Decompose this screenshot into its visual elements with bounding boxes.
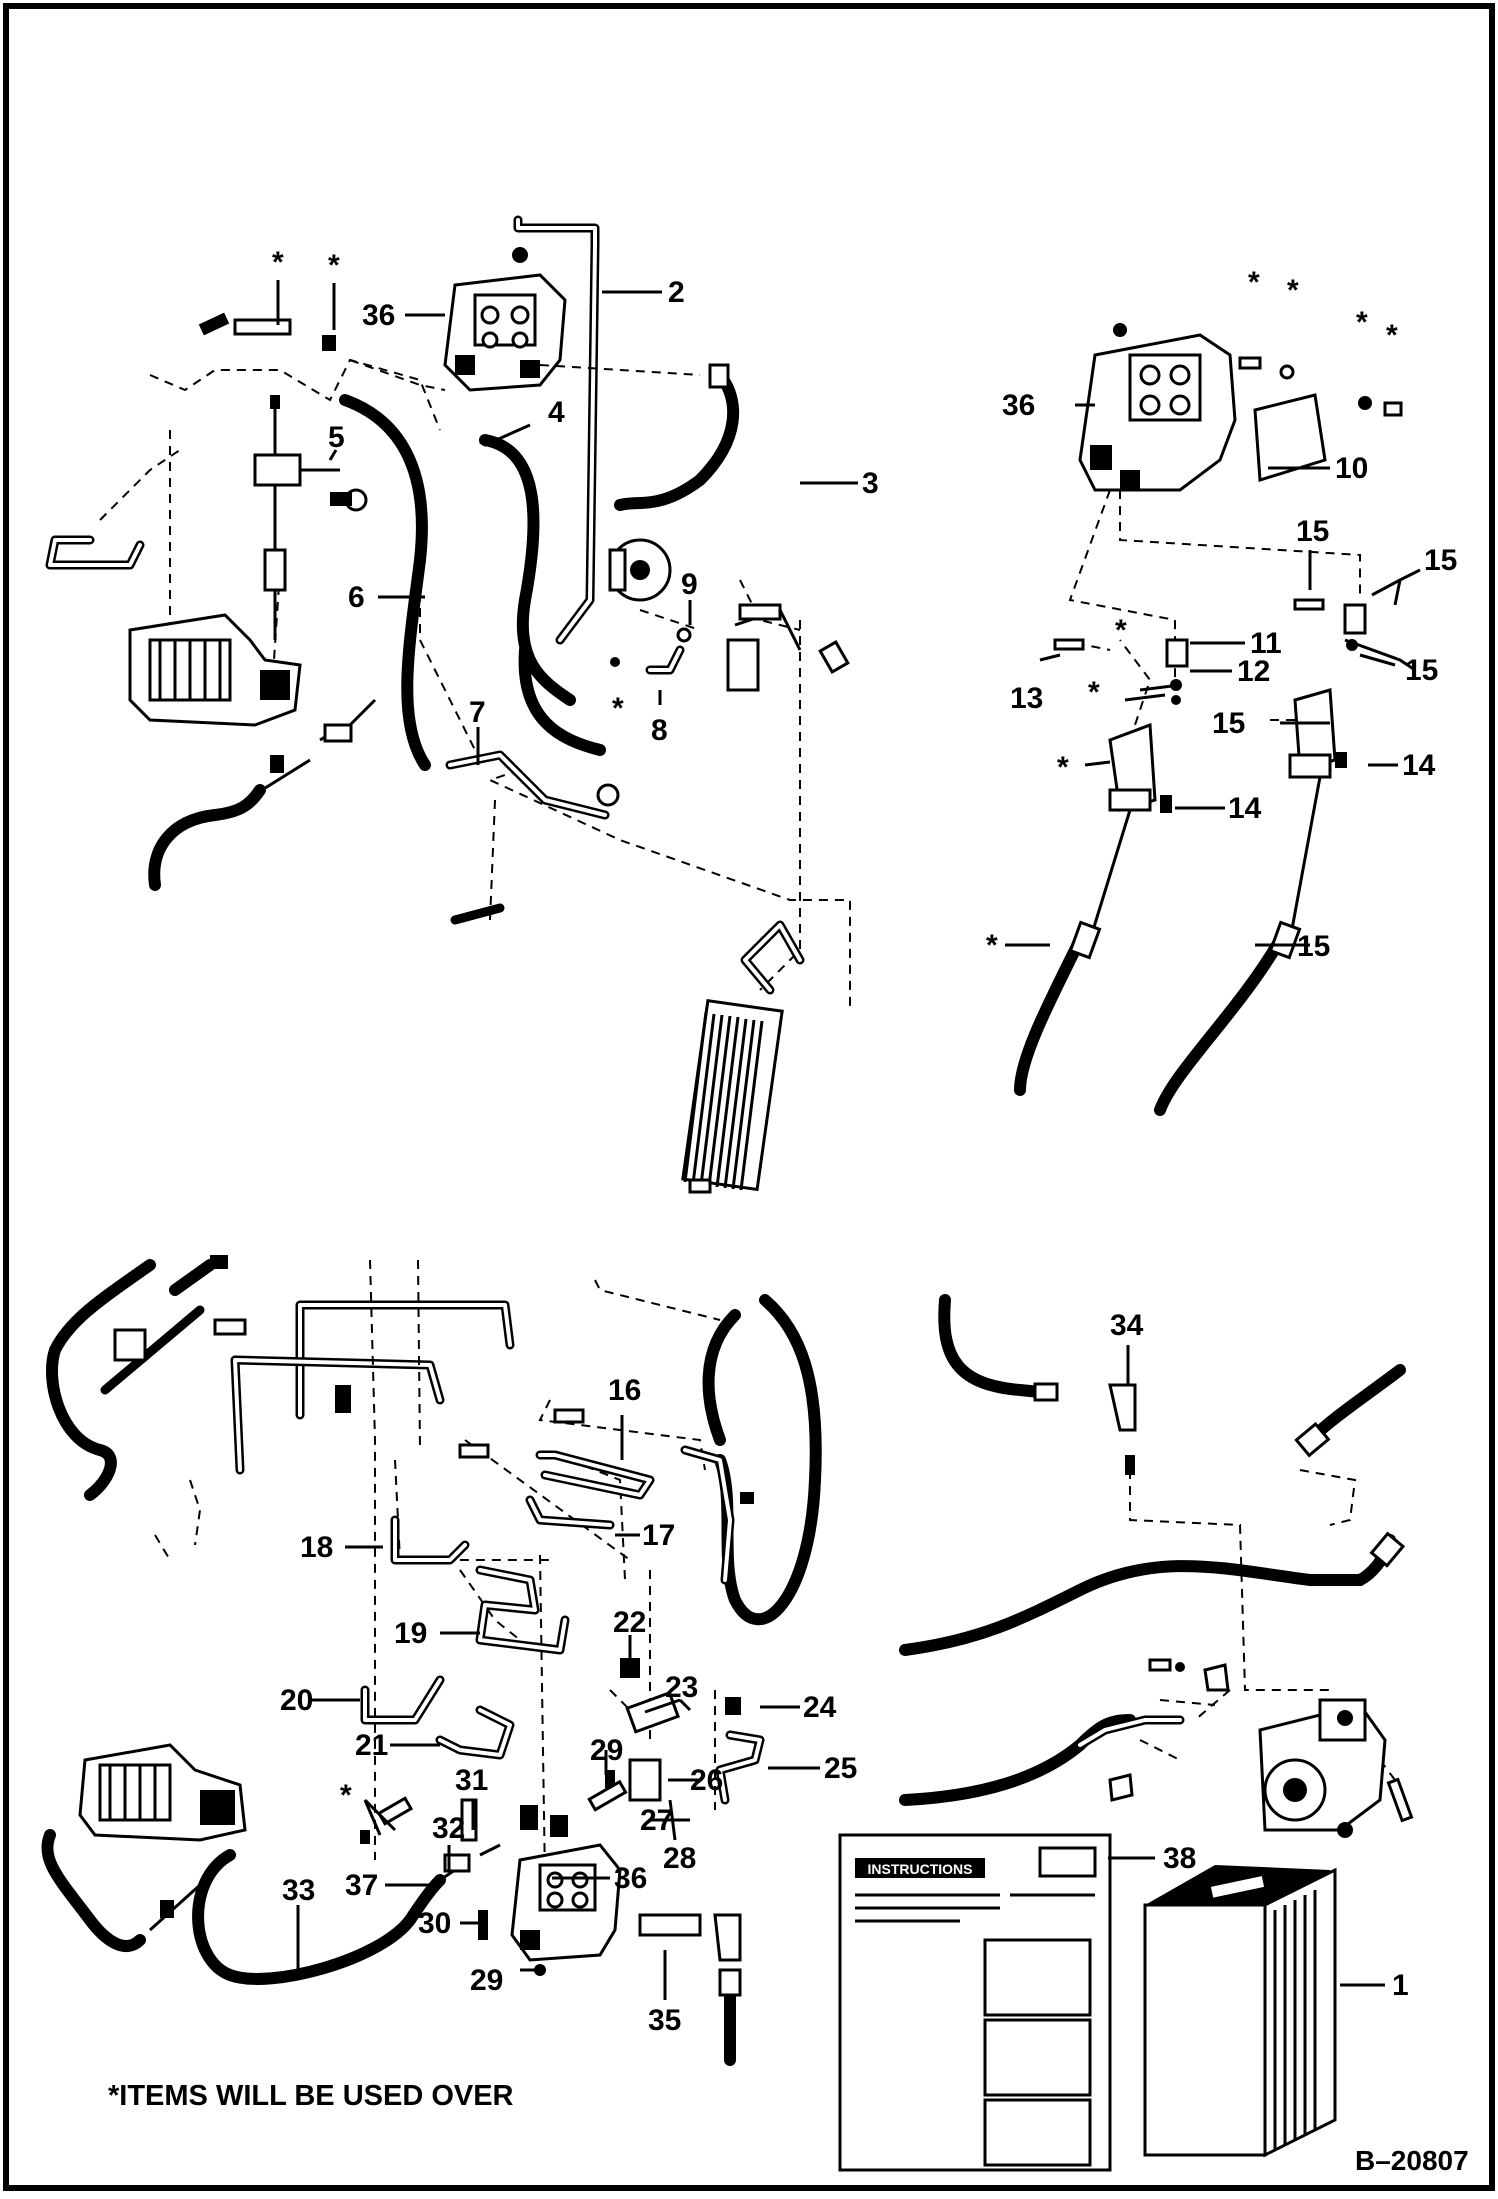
callout-14-left: 14 [1228, 792, 1262, 825]
oil-filter [726, 603, 850, 692]
callout-9: 9 [681, 568, 698, 601]
callout-2: 2 [668, 276, 685, 309]
callout-7: 7 [469, 696, 486, 729]
diagram-border [3, 3, 1495, 2191]
callout-15-cable-guide: 15 [1212, 707, 1245, 740]
asterisk-marker: * [1248, 266, 1260, 299]
callout-29-lower: 29 [470, 1964, 503, 1997]
callout-32: 32 [432, 1812, 465, 1845]
callout-34: 34 [1110, 1309, 1144, 1342]
leader-lines [276, 280, 1421, 2000]
callout-23: 23 [665, 1671, 698, 1704]
callout-28: 28 [663, 1842, 696, 1875]
footnote: *ITEMS WILL BE USED OVER [108, 2080, 514, 2112]
callout-25: 25 [824, 1752, 857, 1785]
filter-head [628, 1758, 662, 1802]
control-valve-bottom [510, 1843, 622, 1962]
callout-3: 3 [862, 467, 879, 500]
asterisk-marker: * [1057, 751, 1069, 784]
valve-bracket [1253, 393, 1327, 482]
asterisk-marker: * [328, 249, 340, 282]
instruction-card-title: INSTRUCTIONS [868, 1861, 973, 1877]
oil-cooler [681, 920, 805, 1194]
callout-14-right: 14 [1402, 749, 1436, 782]
callout-27: 27 [640, 1804, 673, 1837]
callout-15-mid-right: 15 [1405, 654, 1438, 687]
callout-36-right: 36 [1002, 389, 1035, 422]
asterisk-marker: * [1287, 274, 1299, 307]
adapter-block [253, 453, 302, 487]
bottom-left-assembly [41, 1255, 822, 2066]
top-left-assembly [45, 215, 851, 1194]
asterisk-marker: * [1088, 676, 1100, 709]
callout-21: 21 [355, 1729, 388, 1762]
figure-number: B–20807 [1355, 2145, 1469, 2176]
callout-35: 35 [648, 2004, 681, 2037]
callout-8: 8 [651, 714, 668, 747]
callout-4: 4 [548, 396, 565, 429]
bottom-right-assembly: INSTRUCTIONS [838, 1294, 1414, 2172]
callout-31: 31 [455, 1764, 488, 1797]
callout-24: 24 [803, 1691, 837, 1724]
asterisk-marker: * [1386, 319, 1398, 352]
asterisk-marker: * [340, 1779, 352, 1812]
callout-19: 19 [394, 1617, 427, 1650]
callout-36-bottom: 36 [614, 1862, 647, 1895]
callout-30: 30 [418, 1907, 451, 1940]
callout-37: 37 [345, 1869, 378, 1902]
callout-16: 16 [608, 1374, 641, 1407]
callout-labels: 36 2 3 4 5 6 7 8 9 36 10 11 12 13 14 14 … [272, 246, 1457, 2037]
top-right-assembly [1014, 323, 1403, 1116]
instruction-manual: INSTRUCTIONS [838, 1833, 1112, 2172]
parts-box [1143, 1865, 1337, 2158]
asterisk-marker: * [272, 246, 284, 279]
asterisk-marker: * [1115, 614, 1127, 647]
callout-11: 11 [1250, 627, 1282, 660]
callout-38: 38 [1163, 1842, 1196, 1875]
asterisk-marker: * [612, 692, 624, 725]
callout-36-top: 36 [362, 299, 395, 332]
drive-pump [1258, 1698, 1387, 1832]
callout-20: 20 [280, 1684, 313, 1717]
hydraulic-pump-bottom [78, 1743, 247, 1842]
control-valve-right [1078, 323, 1237, 492]
callout-6: 6 [348, 581, 365, 614]
callout-33: 33 [282, 1874, 315, 1907]
callout-1: 1 [1392, 1969, 1409, 2002]
callout-22: 22 [613, 1606, 646, 1639]
callout-12: 12 [1237, 655, 1270, 688]
callout-17: 17 [642, 1519, 675, 1552]
asterisk-marker: * [986, 929, 998, 962]
hydraulic-pump-top [128, 613, 302, 727]
control-valve [443, 247, 567, 392]
callout-29-upper: 29 [590, 1734, 623, 1767]
callout-18: 18 [300, 1531, 333, 1564]
callout-5: 5 [328, 421, 345, 454]
callout-10: 10 [1335, 452, 1368, 485]
gear-pump [608, 538, 672, 602]
callout-15-top: 15 [1296, 515, 1329, 548]
callout-26: 26 [690, 1764, 723, 1797]
callout-15-upper-right: 15 [1424, 544, 1457, 577]
callout-15-cable: 15 [1297, 930, 1330, 963]
callout-13: 13 [1010, 682, 1043, 715]
asterisk-marker: * [1356, 306, 1368, 339]
